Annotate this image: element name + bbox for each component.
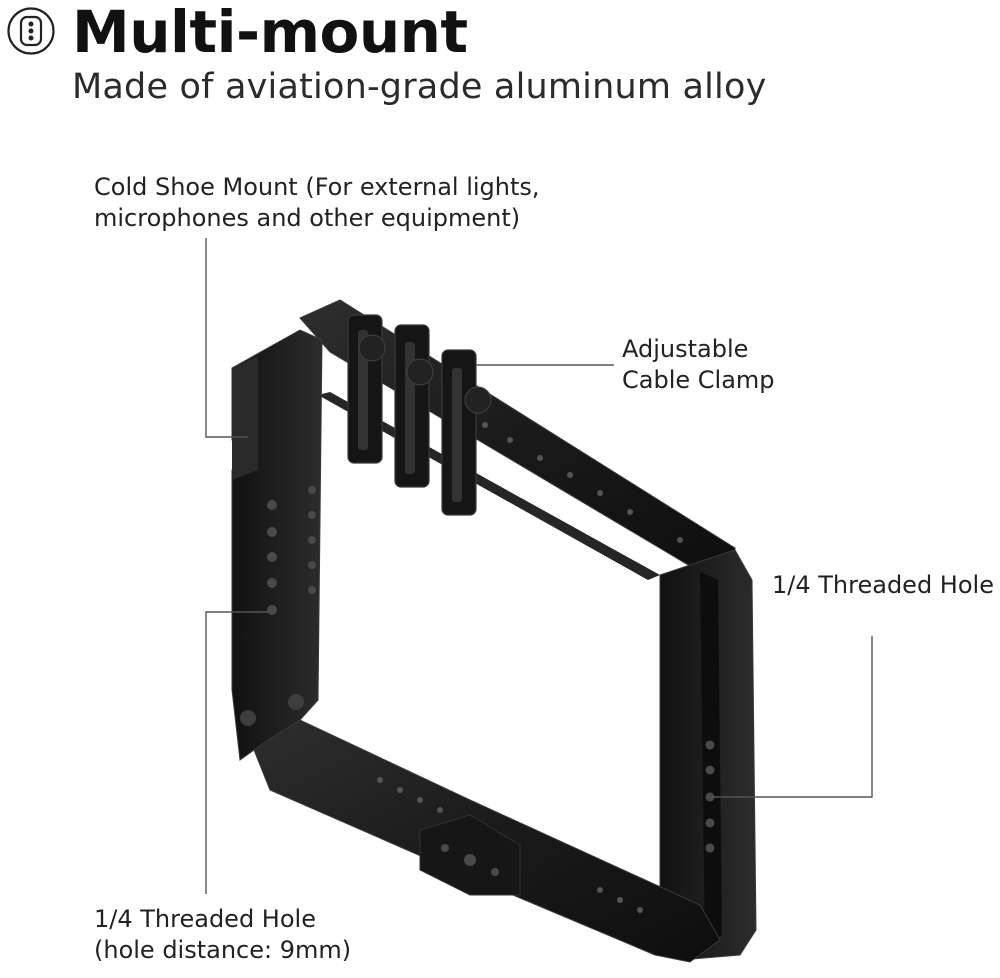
left-side-plate: [231, 329, 323, 761]
leader-threaded-bottom: [205, 611, 268, 894]
bottom-rail: [249, 719, 721, 963]
page-subtitle: Made of aviation-grade aluminum alloy: [72, 67, 767, 107]
leader-lines: [205, 238, 873, 894]
callout-line: Cold Shoe Mount (For external lights,: [94, 173, 540, 201]
callout-line: 1/4 Threaded Hole: [772, 571, 994, 599]
callout-cable-clamp: Adjustable Cable Clamp: [622, 334, 775, 396]
callout-line: Cable Clamp: [622, 366, 775, 394]
cable-clamps: [347, 314, 492, 516]
callout-line: microphones and other equipment): [94, 204, 521, 232]
callout-threaded-hole-bottom: 1/4 Threaded Hole (hole distance: 9mm): [94, 904, 351, 966]
leader-cold-shoe: [205, 238, 248, 438]
page-title: Multi-mount: [72, 0, 468, 66]
right-side-plate: [659, 549, 757, 961]
cage-icon: [6, 6, 56, 56]
callout-threaded-hole-right: 1/4 Threaded Hole: [772, 570, 994, 601]
callout-line: Adjustable: [622, 335, 749, 363]
callout-line: 1/4 Threaded Hole: [94, 905, 316, 933]
leader-threaded-right: [712, 636, 873, 798]
callout-cold-shoe-mount: Cold Shoe Mount (For external lights, mi…: [94, 172, 540, 234]
callout-line: (hole distance: 9mm): [94, 936, 352, 964]
